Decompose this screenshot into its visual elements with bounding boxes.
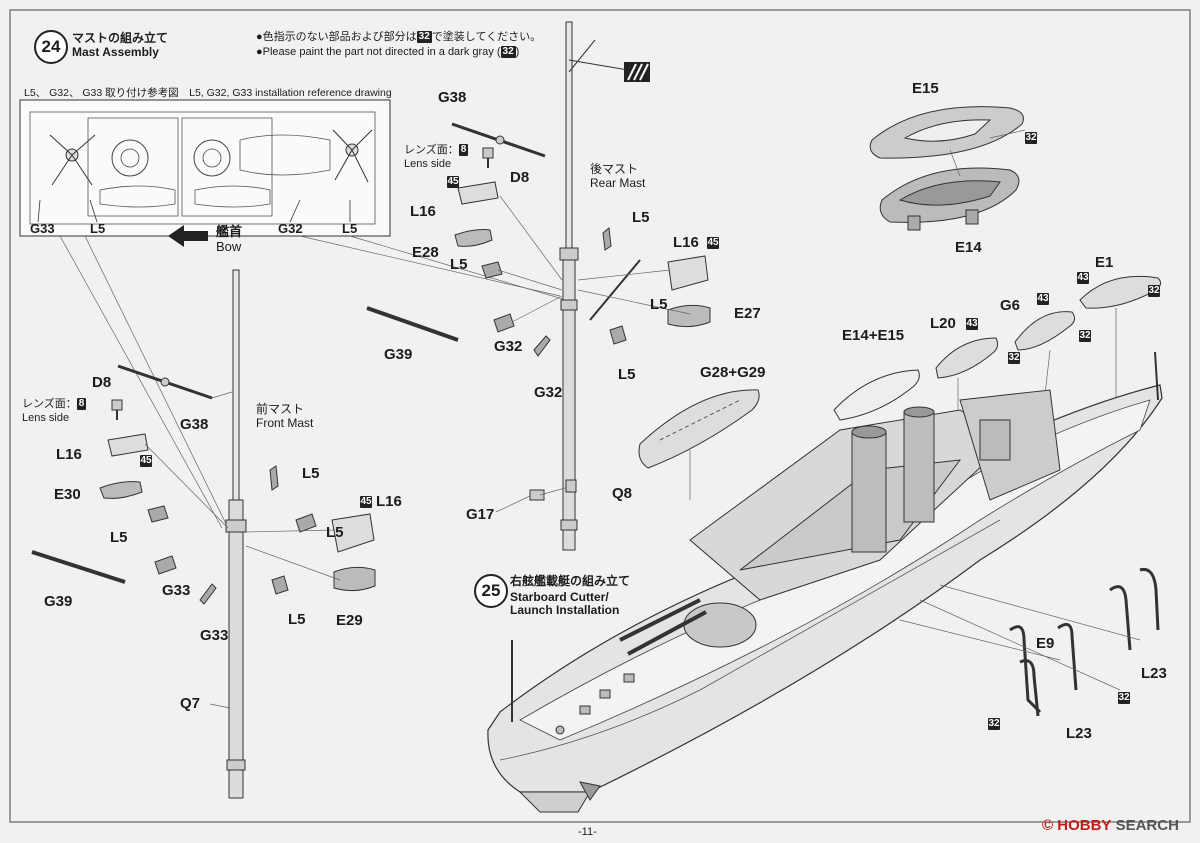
front-l16-right-label: L16 (376, 493, 402, 510)
paint-note-en-b: ) (515, 46, 520, 58)
front-e30-label: E30 (54, 486, 81, 503)
rear-mast-ja: 後マスト (590, 162, 639, 176)
e14e15-label: E14+E15 (842, 327, 905, 344)
front-g38-label: G38 (180, 416, 209, 433)
rear-lens-en: Lens side (404, 158, 452, 170)
front-l16-label: L16 (56, 446, 82, 463)
davit-code-32-a: 32 (1118, 692, 1130, 704)
front-l5-label-a: L5 (302, 465, 320, 482)
rear-l5-label-d: L5 (618, 366, 636, 383)
e1-label: E1 (1095, 254, 1114, 271)
g28g29-label: G28+G29 (700, 364, 766, 381)
front-e29-label: E29 (336, 612, 363, 629)
front-g33-label-a: G33 (162, 582, 191, 599)
watermark: © HOBBY SEARCH (1042, 817, 1179, 834)
g6-code-43: 43 (1037, 293, 1049, 305)
rear-d8-label: D8 (510, 169, 530, 186)
ref-label-l5-right: L5 (342, 221, 358, 236)
rear-l5-label-b: L5 (450, 256, 468, 273)
rear-g17-label: G17 (466, 506, 495, 523)
battleship-drawing (487, 351, 1163, 813)
rear-q8-label: Q8 (612, 485, 633, 502)
ref-label-g32: G32 (278, 221, 303, 236)
front-code-45-b: 45 (360, 496, 372, 508)
front-lens-en: Lens side (22, 412, 70, 424)
page-number: -11- (578, 826, 597, 838)
front-d8-label: D8 (92, 374, 112, 391)
front-mast-en: Front Mast (256, 416, 314, 430)
paint-note-ja-a: 色指示のない部品および部分は (262, 31, 417, 43)
front-q7-label: Q7 (180, 695, 201, 712)
rear-e27-label: E27 (734, 305, 761, 322)
ref-label-g33: G33 (30, 221, 55, 236)
e14-label: E14 (955, 239, 982, 256)
reference-title: L5、 G32、 G33 取り付け参考図 L5, G32, G33 instal… (24, 87, 392, 99)
l20-code-32: 32 (1008, 352, 1020, 364)
rear-e28-label: E28 (412, 244, 439, 261)
rear-mast-en: Rear Mast (590, 176, 646, 190)
paint-note-ja-b: で塗装してください。 (431, 31, 542, 43)
page-border (9, 9, 1191, 823)
paint-note-en-a: Please paint the part not directed in a … (262, 46, 501, 58)
front-g39-label: G39 (44, 593, 73, 610)
rear-mast-drawing (366, 21, 711, 551)
watermark-prefix: © (1042, 817, 1058, 834)
bow-arrow (168, 225, 208, 247)
rear-l16-right-label: L16 (673, 234, 699, 251)
front-mast-ja: 前マスト (256, 402, 305, 416)
rear-lens-ja: レンズ面：8 (404, 144, 469, 157)
step-25-title-ja: 右舷艦載艇の組み立て (510, 574, 631, 588)
step-25-title-en2: Launch Installation (510, 603, 620, 617)
davit-code-32-b: 32 (988, 718, 1000, 730)
boat-code-32-a: 32 (1025, 132, 1037, 144)
front-l5-label-d: L5 (288, 611, 306, 628)
bow-label-en: Bow (216, 239, 242, 254)
e1-code-32: 32 (1148, 285, 1160, 297)
l20-label: L20 (930, 315, 956, 332)
l23-label-bottom: L23 (1066, 725, 1092, 742)
rear-l5-label-c: L5 (650, 296, 668, 313)
step-24-title-en: Mast Assembly (72, 45, 159, 59)
g6-code-32: 32 (1079, 330, 1091, 342)
paint-note-en: ●Please paint the part not directed in a… (256, 46, 520, 59)
front-l5-label-b: L5 (110, 529, 128, 546)
step-25-number: 25 (474, 574, 508, 608)
step-24-number: 24 (34, 30, 68, 64)
rear-g39-label: G39 (384, 346, 413, 363)
e1-code-43: 43 (1077, 272, 1089, 284)
watermark-brand: HOBBY (1057, 817, 1112, 834)
front-l5-label-c: L5 (326, 524, 344, 541)
e9-label: E9 (1036, 635, 1055, 652)
e15-label: E15 (912, 80, 939, 97)
boat-drawings (638, 106, 1162, 500)
paint-code-badge-2: 32 (500, 46, 516, 59)
paint-code-badge: 32 (416, 31, 432, 44)
bow-label-ja: 艦首 (216, 224, 243, 239)
reference-drawing (19, 99, 391, 237)
l20-code-43: 43 (966, 318, 978, 330)
rear-l5-label-a: L5 (632, 209, 650, 226)
step-24-title-ja: マストの組み立て (72, 31, 169, 45)
rear-g38-label: G38 (438, 89, 467, 106)
rear-g32-label-a: G32 (494, 338, 523, 355)
rear-g32-label-b: G32 (534, 384, 563, 401)
rear-l16-label: L16 (410, 203, 436, 220)
rear-code-45-b: 45 (707, 237, 719, 249)
ref-label-l5-left: L5 (90, 221, 106, 236)
step-25-title-en1: Starboard Cutter/ (510, 590, 609, 604)
front-mast-drawing (31, 269, 376, 799)
front-g33-label-b: G33 (200, 627, 229, 644)
g6-label: G6 (1000, 297, 1021, 314)
front-lens-ja: レンズ面：8 (22, 398, 87, 411)
watermark-suffix: SEARCH (1111, 817, 1179, 834)
front-code-45-a: 45 (140, 455, 152, 467)
rear-code-45-a: 45 (447, 176, 459, 188)
l23-label-right: L23 (1141, 665, 1167, 682)
